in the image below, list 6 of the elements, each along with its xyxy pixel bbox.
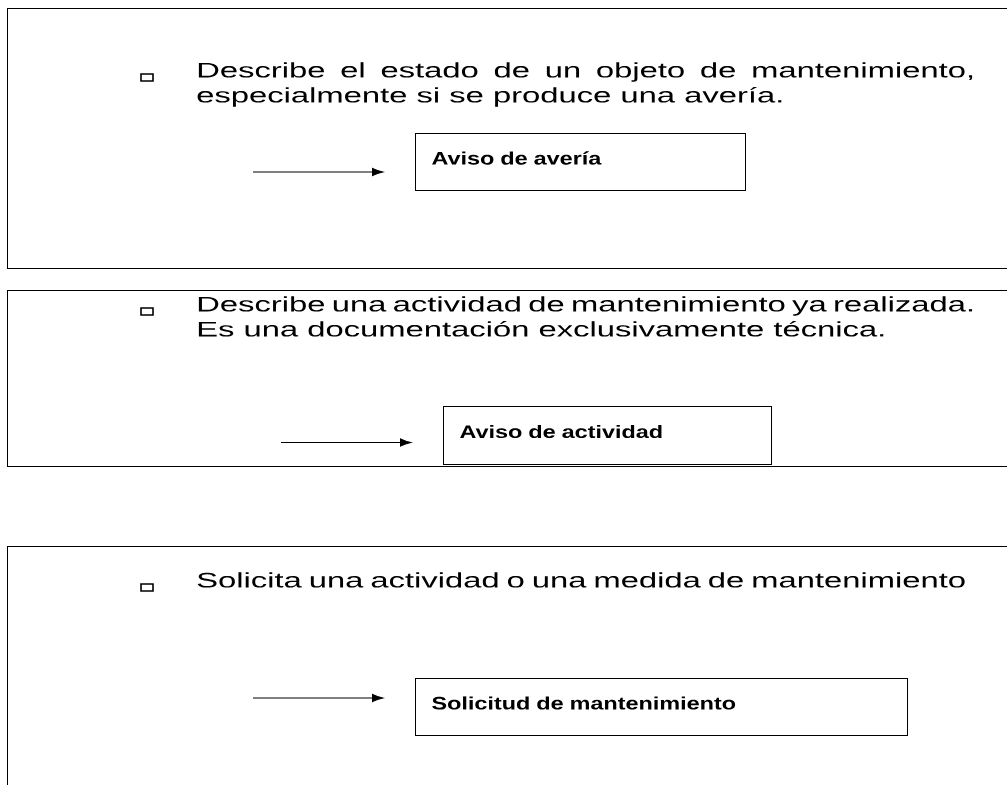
label-box: Aviso de actividad	[443, 406, 772, 465]
arrow	[280, 438, 412, 447]
label-box: Aviso de avería	[415, 133, 746, 191]
arrow	[252, 167, 384, 177]
label-box: Solicitud de mantenimiento	[415, 678, 908, 736]
arrow	[252, 693, 384, 703]
